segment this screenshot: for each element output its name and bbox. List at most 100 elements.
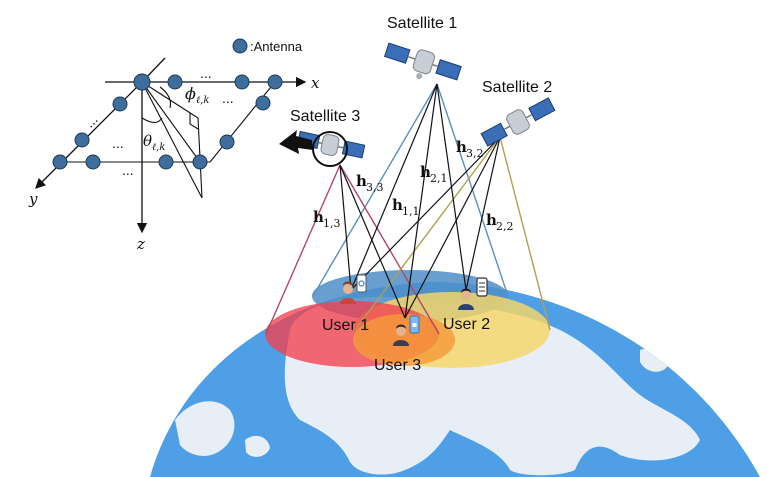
phi-subscript: ℓ,k: [196, 95, 209, 106]
channel-label-h32: h 3,2: [456, 138, 484, 160]
antenna-elements: [52, 73, 283, 170]
channel-symbol: h: [456, 138, 467, 156]
antenna-element: [219, 134, 235, 150]
channel-subscript: 2,1: [430, 172, 448, 185]
link-sat1-user1: [350, 83, 438, 291]
phone-icon: [356, 274, 367, 293]
continent-island: [245, 435, 270, 457]
theta-symbol: θ: [143, 132, 152, 150]
user-2-figure: [458, 277, 488, 310]
link-sat1-user3: [404, 83, 438, 319]
channel-subscript: 1,1: [402, 205, 420, 218]
antenna-element: [85, 154, 101, 170]
solar-panel: [480, 122, 508, 147]
cone-sat2-left: [354, 136, 501, 331]
satellite-2-label: Satellite 2: [482, 79, 552, 96]
channel-symbol: h: [313, 208, 324, 226]
link-sat2-user1: [350, 136, 501, 291]
antenna-element: [234, 74, 250, 90]
user-body: [340, 298, 356, 304]
satellite-1-label: Satellite 1: [387, 15, 457, 32]
link-sat3-user1: [339, 164, 352, 291]
beam-orange: [353, 314, 455, 366]
phi-symbol: ϕ: [185, 84, 196, 103]
antenna-legend-label: :Antenna: [250, 39, 303, 54]
user-2-label: User 2: [443, 316, 490, 333]
satellite-3-motion-arrow: [279, 130, 313, 154]
solar-panel: [435, 59, 462, 81]
link-sat2-user2: [465, 136, 501, 291]
channel-label-h13: h 1,3: [313, 208, 341, 230]
channel-symbol: h: [356, 172, 367, 190]
antenna-element: [133, 73, 151, 91]
user-head: [343, 284, 353, 294]
solar-panel: [383, 42, 411, 64]
ellipsis-bottom: ...: [122, 162, 134, 178]
solar-panel: [341, 140, 366, 159]
channel-symbol: h: [420, 163, 431, 181]
antenna-element: [52, 154, 68, 170]
solar-panel: [528, 97, 556, 122]
antenna-element: [74, 132, 90, 148]
phi-label: ϕ ℓ,k: [185, 84, 209, 106]
right-angle-mark: [189, 113, 199, 130]
channel-subscript: 2,2: [496, 220, 514, 233]
channel-subscript: 3,3: [366, 181, 384, 194]
direction-line: [141, 81, 203, 199]
antenna-array-inset: :Antenna x y z: [28, 38, 320, 253]
channel-subscript: 3,2: [466, 147, 484, 160]
satellite-body: [320, 133, 340, 157]
user-1-figure: [340, 274, 367, 304]
antenna-element: [255, 95, 271, 111]
ellipsis-left: ...: [81, 111, 101, 131]
channel-label-h21: h 2,1: [420, 163, 448, 185]
coverage-beams: [265, 270, 550, 368]
satellite-body: [412, 49, 436, 75]
satellite-3-highlight-circle: [312, 131, 348, 167]
antenna-element: [167, 74, 183, 90]
z-axis-label: z: [136, 235, 145, 253]
user-body: [458, 304, 474, 310]
link-sat2-user3: [404, 136, 501, 319]
user-head: [461, 290, 471, 300]
channel-links: [339, 83, 501, 319]
link-sat3-user3: [339, 164, 406, 319]
channel-subscript: 1,3: [323, 217, 341, 230]
theta-label: θ ℓ,k: [143, 132, 165, 153]
array-edge-right: [209, 81, 276, 163]
channel-symbol: h: [392, 196, 403, 214]
x-axis-label: x: [311, 74, 320, 92]
y-axis-label: y: [28, 190, 38, 208]
cone-sat3-right: [339, 164, 440, 335]
satellite-2: [480, 97, 556, 147]
antenna-element: [267, 74, 283, 90]
channel-label-h22: h 2,2: [486, 211, 514, 233]
ellipsis-center: ...: [112, 135, 124, 151]
continent-left: [175, 401, 235, 456]
antenna-element: [158, 154, 174, 170]
cone-sat3-left: [265, 164, 341, 335]
theta-arc: [141, 117, 163, 124]
satellite-1: [383, 42, 462, 81]
user-3-label: User 3: [374, 357, 421, 374]
direction-line: [141, 81, 201, 163]
user-3-figure: [393, 315, 420, 346]
channel-symbol: h: [486, 211, 497, 229]
phi-arc: [159, 86, 172, 109]
satellite-body: [506, 109, 530, 135]
user-1-label: User 1: [322, 317, 369, 334]
channel-label-h11: h 1,1: [392, 196, 420, 218]
user-body: [393, 340, 409, 346]
user-head: [396, 326, 406, 336]
theta-subscript: ℓ,k: [152, 142, 165, 153]
antenna-element: [192, 154, 208, 170]
antenna-legend-icon: [232, 38, 248, 54]
ellipsis-top: ...: [200, 65, 212, 81]
antenna-element: [112, 96, 128, 112]
satellite-3-label: Satellite 3: [290, 108, 360, 125]
cone-sat1-left: [312, 83, 438, 297]
channel-label-h33: h 3,3: [356, 172, 384, 194]
cone-sat2-right: [499, 136, 551, 331]
ellipsis-mid: ...: [222, 90, 234, 106]
